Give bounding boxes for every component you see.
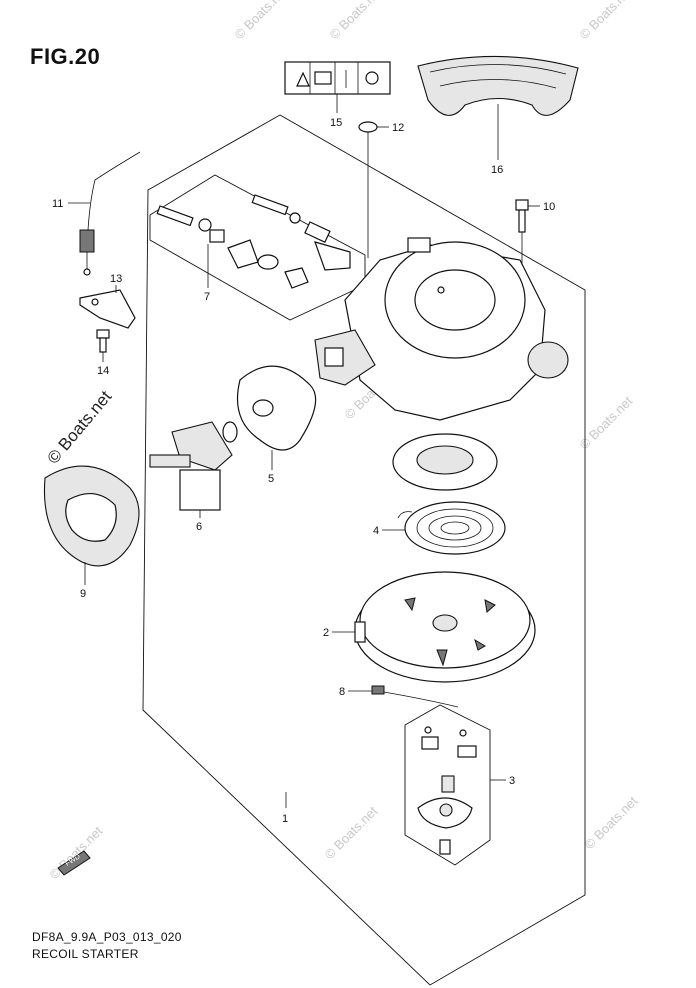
watermark-text: © Boats.net <box>577 0 636 42</box>
starter-rope-8 <box>371 685 459 708</box>
callout-10: 10 <box>543 201 555 213</box>
figure-name: RECOIL STARTER <box>32 947 139 961</box>
callout-15: 15 <box>330 117 342 129</box>
screw-12 <box>358 121 378 145</box>
handle-insert-6 <box>149 421 238 511</box>
watermark-text: © Boats.net <box>47 823 106 882</box>
assembly-frame <box>142 114 586 986</box>
watermark-layer: © Boats.net © Boats.net © Boats.net © Bo… <box>44 0 641 882</box>
watermark-text: © Boats.net <box>322 803 381 862</box>
figure-title: FIG.20 <box>30 44 101 69</box>
callout-1: 1 <box>282 813 288 825</box>
kit-box-3 <box>404 704 491 866</box>
watermark-text: © Boats.net <box>327 0 386 42</box>
watermark-text: © Boats.net <box>232 0 291 42</box>
callout-layer: 15 12 16 10 11 13 14 7 5 6 9 4 <box>52 94 555 825</box>
callout-14: 14 <box>97 365 109 377</box>
callout-13: 13 <box>110 273 122 285</box>
callout-9: 9 <box>80 588 86 600</box>
figure-code: DF8A_9.9A_P03_013_020 <box>32 930 182 944</box>
cable-11 <box>79 151 141 276</box>
bolt-10 <box>515 199 529 233</box>
callout-12: 12 <box>392 122 404 134</box>
kit-3-parts <box>417 726 477 855</box>
callout-11: 11 <box>52 198 63 210</box>
reel-2 <box>354 571 536 683</box>
bolt-14 <box>96 329 110 353</box>
warning-label <box>284 61 391 95</box>
watermark-text: © Boats.net <box>44 387 116 468</box>
recoil-spring-4 <box>397 501 506 555</box>
callout-4: 4 <box>373 525 379 537</box>
callout-5: 5 <box>268 473 274 485</box>
callout-6: 6 <box>196 521 202 533</box>
kit-7-parts <box>156 194 351 289</box>
callout-8: 8 <box>339 686 345 698</box>
starter-housing <box>314 237 569 421</box>
spring-retainer <box>392 433 498 491</box>
callout-16: 16 <box>491 164 503 176</box>
callout-3: 3 <box>509 775 515 787</box>
callout-7: 7 <box>204 291 210 303</box>
watermark-text: © Boats.net <box>582 793 641 852</box>
arc-label <box>417 55 579 116</box>
bracket-13 <box>79 289 136 329</box>
callout-2: 2 <box>323 627 329 639</box>
handle-5 <box>236 365 317 451</box>
grip-cover-9 <box>43 465 140 567</box>
